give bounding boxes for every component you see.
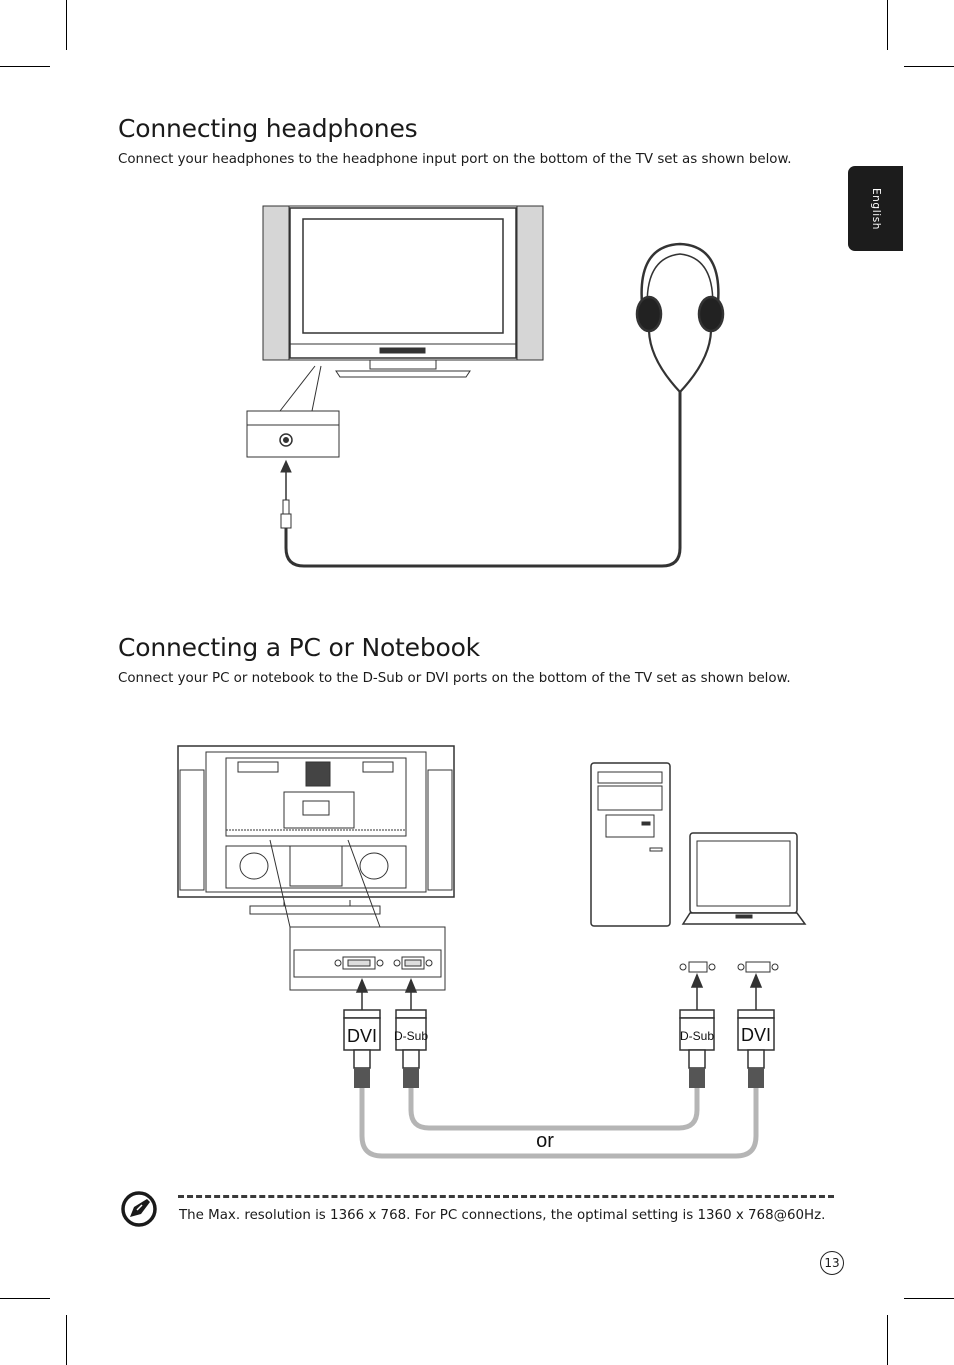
note-text: The Max. resolution is 1366 x 768. For P… [179, 1208, 826, 1223]
crop-mark [887, 0, 888, 50]
cable-connectors [343, 1009, 775, 1088]
pc-section-description: Connect your PC or notebook to the D-Sub… [118, 671, 791, 686]
note-icon [121, 1191, 157, 1227]
notebook-icon [681, 832, 807, 925]
tv-rear-icon [177, 745, 455, 915]
notebook-ports [679, 961, 779, 973]
crop-mark [0, 66, 50, 67]
note-divider [178, 1195, 834, 1198]
language-tab: English [848, 166, 903, 251]
dvi-right-label: DVI [741, 1025, 771, 1045]
tv-front-icon [262, 205, 544, 378]
crop-mark [887, 1315, 888, 1365]
headphones-connection-diagram [246, 205, 725, 568]
headphones-section-title: Connecting headphones [118, 114, 418, 143]
headphone-port-inset [246, 365, 340, 458]
dsub-left-label: D-Sub [394, 1029, 428, 1043]
pc-tower-icon [590, 762, 671, 927]
crop-mark [66, 0, 67, 50]
crop-mark [66, 1315, 67, 1365]
pc-port-inset [269, 839, 446, 991]
headphones-section-description: Connect your headphones to the headphone… [118, 152, 792, 167]
page-number: 13 [820, 1251, 844, 1275]
headphones-icon [635, 242, 725, 394]
pc-section-title: Connecting a PC or Notebook [118, 633, 480, 662]
dsub-right-label: D-Sub [680, 1029, 714, 1043]
crop-mark [904, 1298, 954, 1299]
crop-mark [904, 66, 954, 67]
dvi-left-label: DVI [347, 1026, 377, 1046]
or-label: or [536, 1130, 554, 1152]
pc-connection-diagram: DVI D-Sub D-Sub DVI or [177, 745, 807, 1159]
crop-mark [0, 1298, 50, 1299]
